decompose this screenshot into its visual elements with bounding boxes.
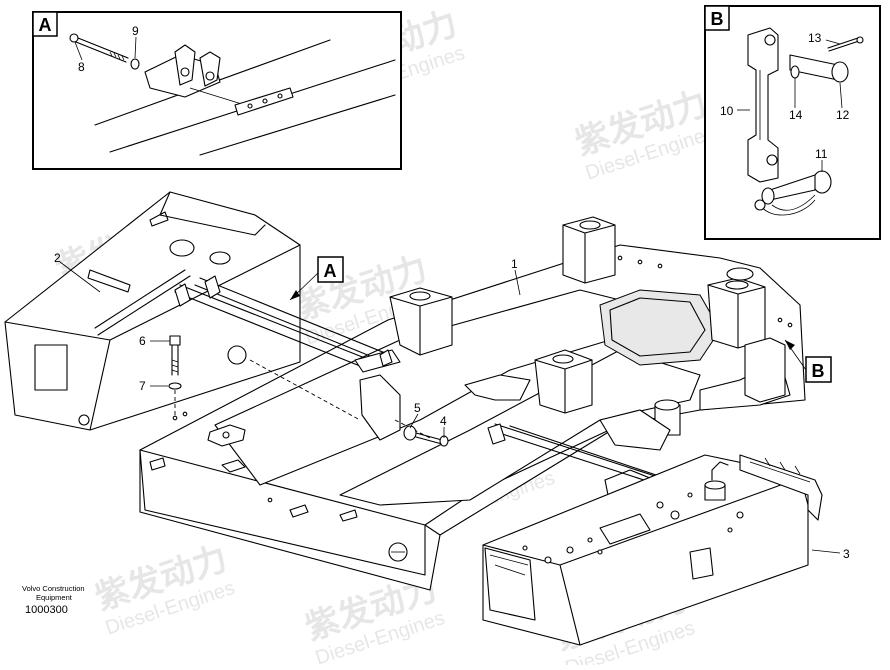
- frame-post: [707, 277, 766, 349]
- part-number-10: 10: [720, 104, 734, 118]
- part-number-11: 11: [815, 147, 828, 161]
- assembly-rods: [174, 275, 666, 483]
- part-number-2: 2: [54, 251, 61, 265]
- part-number-6: 6: [139, 334, 146, 348]
- bolt-13: [827, 36, 864, 52]
- detail-box-a-label-frame: [32, 11, 58, 37]
- part-number-8: 8: [78, 60, 85, 74]
- detail-box-a-label: A: [39, 15, 52, 35]
- washer-7: [168, 382, 182, 390]
- part-number-5: 5: [414, 401, 421, 415]
- bolt-8: [69, 33, 129, 63]
- washer-9: [130, 58, 140, 70]
- footer-company-line1: Volvo Construction: [22, 584, 85, 593]
- callout-tag-a-label: A: [324, 261, 337, 281]
- tank-slot: [87, 269, 131, 293]
- fuel-tank-2: [4, 191, 301, 431]
- detail-box-b: B: [704, 5, 881, 240]
- pin-12: [789, 54, 849, 83]
- washer-14: [790, 65, 800, 79]
- clamp-bracket: [144, 44, 221, 98]
- bolt-6: [169, 335, 181, 376]
- tank-top-panel: [599, 513, 651, 545]
- footer-drawing-number: 1000300: [25, 604, 68, 616]
- frame-hole-row: [172, 255, 793, 503]
- frame-hole: [726, 267, 754, 281]
- washer-5: [403, 425, 417, 441]
- callout-tag-b: B: [784, 339, 832, 383]
- detail-box-b-label-frame: [704, 5, 730, 31]
- part-number-12: 12: [836, 108, 850, 122]
- mounting-plate: [234, 87, 294, 116]
- footer: Volvo Construction Equipment 1000300: [22, 584, 85, 616]
- part-number-13: 13: [808, 31, 822, 45]
- detail-box-b-frame: [704, 5, 881, 240]
- part-number-labels: 1 2 3 4 5 6 7 8 9 10 11 12 13 14: [54, 24, 850, 561]
- tank-side-panel: [484, 547, 536, 621]
- frame-bracket: [359, 374, 401, 441]
- detail-box-b-label: B: [711, 9, 724, 29]
- tank-port: [227, 345, 247, 365]
- tank-cap: [169, 239, 195, 257]
- tank-filler: [704, 461, 729, 501]
- frame-post: [389, 287, 453, 356]
- frame-edge-line: [199, 94, 396, 156]
- assembly-line: [189, 87, 246, 106]
- part-number-9: 9: [132, 24, 139, 38]
- link-10: [747, 27, 779, 183]
- frame-post: [534, 349, 593, 414]
- tank-cap: [209, 251, 231, 265]
- part-number-3: 3: [843, 547, 850, 561]
- detail-box-a-frame: [32, 11, 402, 170]
- part-number-7: 7: [139, 379, 146, 393]
- callout-tag-a: A: [289, 256, 344, 301]
- leader-lines: [59, 36, 843, 554]
- part-number-14: 14: [789, 108, 803, 122]
- pin-11: [754, 170, 832, 216]
- callout-tag-b-label: B: [812, 361, 825, 381]
- footer-company-line2: Equipment: [36, 593, 73, 602]
- frame-post: [562, 216, 616, 284]
- tank-top-holes: [522, 492, 744, 564]
- tank-access-cover: [34, 344, 68, 391]
- detail-box-a: A: [32, 11, 402, 170]
- tank-drain: [78, 414, 90, 426]
- part-number-4: 4: [440, 414, 447, 428]
- mounting-pad: [221, 459, 246, 473]
- frame-bracket: [464, 374, 531, 401]
- tank-latch: [689, 547, 714, 580]
- part-number-1: 1: [511, 257, 518, 271]
- mounting-pad: [207, 424, 246, 447]
- hydraulic-tank-3: [482, 454, 823, 646]
